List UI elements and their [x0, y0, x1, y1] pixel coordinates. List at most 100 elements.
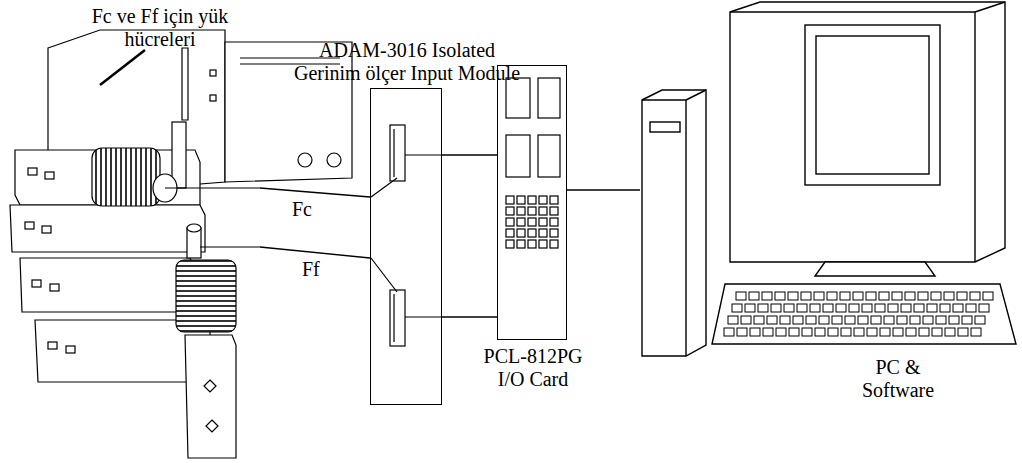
drawing-stroke	[10, 205, 205, 252]
drawing-stroke	[944, 292, 954, 300]
drawing-stroke	[187, 224, 201, 232]
drawing-stroke	[953, 304, 963, 312]
drawing-stroke	[832, 316, 842, 324]
drawing-stroke	[517, 240, 525, 248]
drawing-stroke	[879, 292, 889, 300]
drawing-stroke	[539, 207, 547, 215]
signal-wire	[442, 154, 497, 155]
drawing-stroke	[185, 335, 236, 458]
drawing-stroke	[849, 304, 859, 312]
caption-text: ADAM-3016 Isolated Gerinim ölçer Input M…	[287, 39, 527, 85]
drawing-stroke	[823, 304, 833, 312]
drawing-stroke	[816, 36, 929, 174]
drawing-stroke	[550, 218, 558, 226]
drawing-stroke	[204, 380, 216, 392]
caption-text: Fc ve Ff için yük hücreleri	[85, 5, 235, 51]
drawing-stroke	[32, 280, 41, 287]
io-card-chips	[506, 78, 560, 248]
drawing-stroke	[539, 196, 547, 204]
drawing-stroke	[517, 218, 525, 226]
drawing-stroke	[42, 226, 51, 233]
drawing-stroke	[975, 2, 1005, 12]
drawing-stroke	[390, 125, 405, 181]
drawing-stroke	[741, 316, 751, 324]
drawing-stroke	[793, 316, 803, 324]
input-module: ADAM-3016 Isolated Gerinim ölçer Input M…	[370, 88, 442, 405]
drawing-stroke	[810, 304, 820, 312]
load-cell-assembly: Fc ve Ff için yük hücreleri	[60, 55, 260, 455]
module-slots	[371, 125, 442, 346]
drawing-stroke	[914, 304, 924, 312]
drawing-stroke	[25, 222, 34, 229]
drawing-stroke	[528, 240, 536, 248]
drawing-stroke	[642, 90, 706, 356]
drawing-stroke	[712, 284, 1016, 344]
drawing-stroke	[550, 207, 558, 215]
drawing-stroke	[686, 90, 706, 100]
drawing-stroke	[528, 196, 536, 204]
drawing-stroke	[732, 304, 742, 312]
drawing-stroke	[788, 292, 798, 300]
drawing-stroke	[393, 129, 394, 177]
drawing-stroke	[539, 240, 547, 248]
drawing-stroke	[730, 11, 975, 12]
drawing-stroke	[845, 316, 855, 324]
drawing-stroke	[767, 316, 777, 324]
drawing-stroke	[780, 316, 790, 324]
drawing-stroke	[550, 229, 558, 237]
drawing-stroke	[910, 316, 920, 324]
signal-wire	[442, 316, 497, 317]
drawing-stroke	[165, 187, 260, 188]
drawing-stroke	[210, 70, 216, 76]
drawing-stroke	[210, 95, 216, 101]
drawing-stroke	[932, 328, 942, 336]
drawing-stroke	[506, 229, 514, 237]
drawing-stroke	[784, 304, 794, 312]
drawing-stroke	[517, 196, 525, 204]
drawing-stroke	[858, 316, 868, 324]
drawing-stroke	[815, 328, 825, 336]
drawing-stroke	[975, 316, 985, 324]
drawing-stroke	[506, 135, 530, 177]
keyboard-keys	[724, 292, 993, 336]
drawing-stroke	[840, 292, 850, 300]
drawing-stroke	[176, 260, 236, 332]
drawing-stroke	[805, 25, 940, 185]
signal-wire	[567, 189, 640, 190]
drawing-stroke	[327, 153, 341, 167]
signal-wire	[260, 188, 370, 197]
drawing-stroke	[945, 328, 955, 336]
drawing-stroke	[979, 304, 989, 312]
drawing-stroke	[806, 316, 816, 324]
drawing-stroke	[931, 292, 941, 300]
caption-text: PC & Software	[853, 356, 943, 402]
drawing-stroke	[506, 196, 514, 204]
drawing-stroke	[737, 328, 747, 336]
force-label: Fc	[290, 198, 314, 221]
drawing-stroke	[48, 342, 57, 349]
drawing-stroke	[371, 178, 397, 197]
personal-computer: PC & Software	[640, 0, 1015, 350]
drawing-stroke	[919, 328, 929, 336]
drawing-stroke	[745, 304, 755, 312]
drawing-stroke	[814, 292, 824, 300]
drawing-stroke	[528, 229, 536, 237]
drawing-stroke	[200, 246, 260, 247]
drawing-stroke	[298, 153, 312, 167]
drawing-stroke	[539, 229, 547, 237]
drawing-stroke	[538, 135, 560, 177]
drawing-stroke	[888, 304, 898, 312]
drawing-stroke	[506, 207, 514, 215]
drawing-stroke	[974, 12, 975, 262]
drawing-stroke	[828, 328, 838, 336]
drawing-stroke	[983, 292, 993, 300]
drawing-stroke	[775, 292, 785, 300]
drawing-stroke	[642, 99, 686, 100]
drawing-stroke	[685, 100, 686, 356]
drawing-stroke	[884, 316, 894, 324]
drawing-stroke	[797, 304, 807, 312]
drawing-stroke	[819, 316, 829, 324]
drawing-stroke	[750, 328, 760, 336]
drawing-stroke	[776, 328, 786, 336]
